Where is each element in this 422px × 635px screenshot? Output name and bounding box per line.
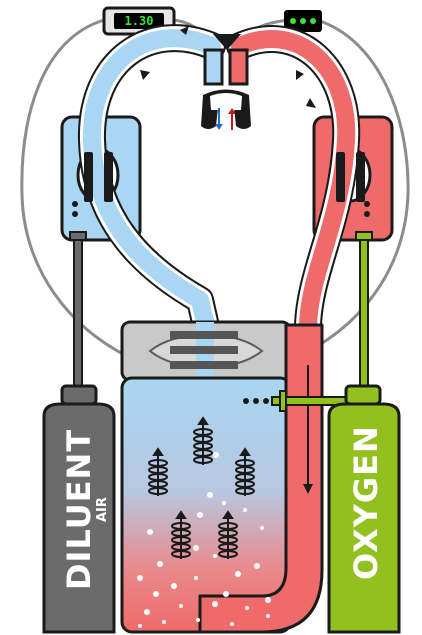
coil bbox=[235, 447, 255, 496]
scrubber-head bbox=[120, 320, 292, 382]
diluent-sublabel: AIR bbox=[95, 497, 110, 522]
status-dot bbox=[300, 18, 306, 24]
coil bbox=[193, 416, 213, 465]
diluent-line bbox=[69, 231, 87, 395]
scrubber-canister bbox=[120, 376, 292, 634]
oxygen-diffuser-coils bbox=[148, 416, 255, 559]
solenoid-icon bbox=[84, 152, 365, 202]
diluent-label: DILUENT bbox=[60, 429, 98, 590]
status-dot bbox=[310, 18, 316, 24]
mouthpiece-icon bbox=[201, 34, 251, 129]
status-display bbox=[284, 10, 322, 32]
coil bbox=[218, 510, 238, 559]
flow-direction-icon bbox=[215, 108, 236, 130]
oxygen-label: OXYGEN bbox=[347, 425, 385, 580]
oxygen-tank: OXYGEN bbox=[327, 384, 401, 634]
hose-flow-arrows bbox=[140, 26, 316, 108]
diluent-tank: DILUENT AIR bbox=[42, 384, 116, 634]
coil bbox=[171, 510, 191, 559]
oxygen-injection-port bbox=[243, 390, 353, 412]
o2-bubble-icon bbox=[137, 452, 271, 628]
coil bbox=[148, 447, 168, 496]
ppo2-reading: 1.30 bbox=[125, 14, 154, 28]
exhale-hose bbox=[226, 25, 361, 339]
status-dot bbox=[290, 18, 296, 24]
